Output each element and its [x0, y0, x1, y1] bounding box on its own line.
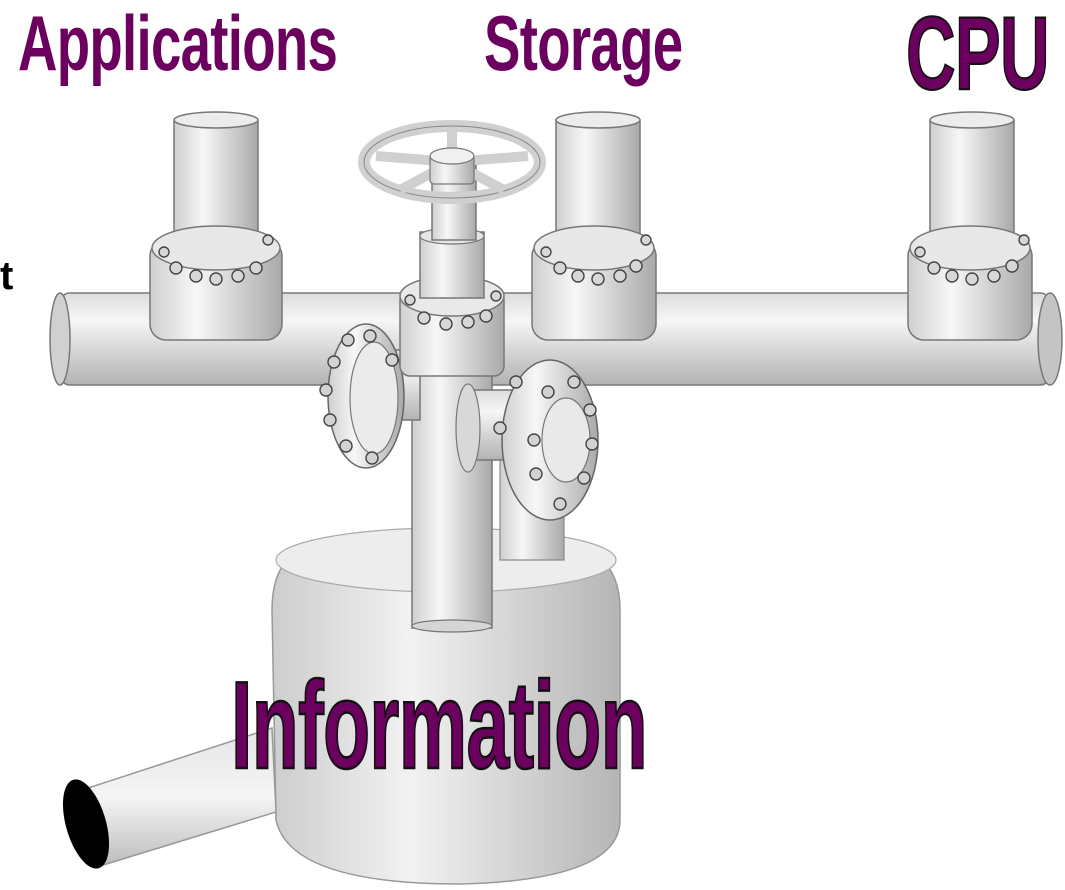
side-flange-right: [455, 359, 599, 521]
side-flange-left: [319, 323, 421, 469]
pipe-storage: [531, 111, 657, 341]
pipe-applications: [149, 111, 283, 341]
pipe-cpu: [907, 111, 1033, 341]
flange-bolts: [158, 234, 274, 286]
storage-label: Storage: [484, 0, 683, 87]
clipped-text-fragment: t: [0, 254, 14, 298]
outlet-pipe: [62, 726, 277, 869]
flange-bolts: [540, 234, 652, 286]
information-label: Information: [230, 657, 648, 795]
pipe-opening: [62, 779, 110, 869]
cpu-label: CPU: [905, 0, 1050, 112]
flange-bolts: [914, 234, 1030, 286]
applications-label: Applications: [18, 0, 338, 87]
valve-handwheel-icon: [358, 120, 546, 204]
valve-bonnet: [399, 159, 505, 377]
